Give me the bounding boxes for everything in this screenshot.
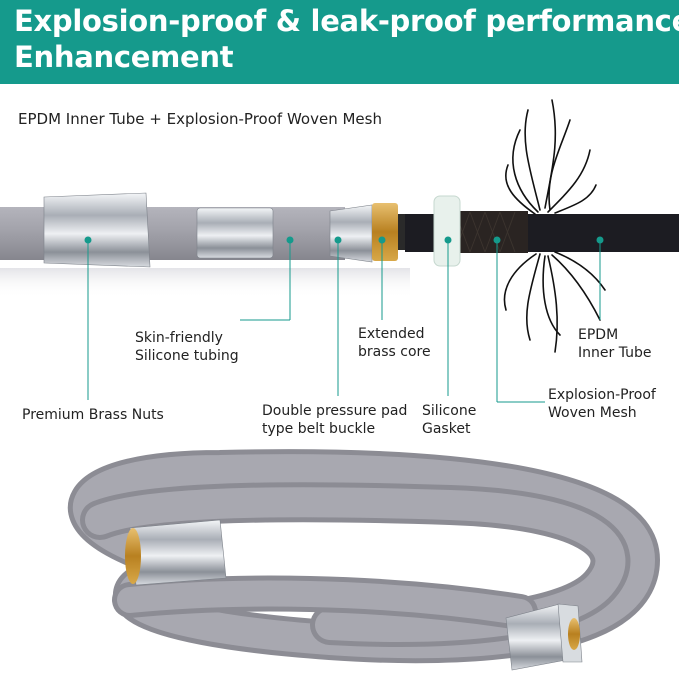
label-brass-core-line-1: Extended [358,326,425,342]
coiled-hose [68,449,661,664]
label-woven-mesh-line-2: Woven Mesh [548,405,637,421]
frayed-fibers [503,99,606,353]
label-brass-core-line-2: brass core [358,344,431,360]
label-epdm-line-1: EPDM [578,327,619,343]
label-silicone-gasket-line-2: Gasket [422,421,471,437]
hose-reflection [0,268,410,298]
label-woven-mesh-line-1: Explosion-Proof [548,387,656,403]
subtitle: EPDM Inner Tube + Explosion-Proof Woven … [18,110,382,128]
header-title-line-2: Enhancement [14,40,234,74]
label-epdm-line-2: Inner Tube [578,345,652,361]
label-double-pressure-pad-line-2: type belt buckle [262,421,376,437]
callout-leaders [84,236,604,403]
brass-core [372,203,398,261]
header-title-line-1: Explosion-proof & leak-proof performance [14,4,679,38]
label-silicone-tubing-line-1: Skin-friendly [135,330,223,346]
label-premium-brass-nuts: Premium Brass Nuts [22,407,164,423]
silicone-gasket [433,195,461,267]
header-banner: Explosion-proof & leak-proof performance… [0,0,679,84]
lower-nut-left [125,519,227,586]
label-silicone-gasket-line-1: Silicone [422,403,477,419]
pressure-pad-buckle [196,207,274,259]
brass-nut [43,192,151,268]
label-silicone-tubing-line-2: Silicone tubing [135,348,239,364]
lower-nut-right [505,603,583,671]
woven-mesh-section [448,211,528,253]
chrome-fitting [329,204,373,263]
label-double-pressure-pad-line-1: Double pressure pad [262,403,408,419]
